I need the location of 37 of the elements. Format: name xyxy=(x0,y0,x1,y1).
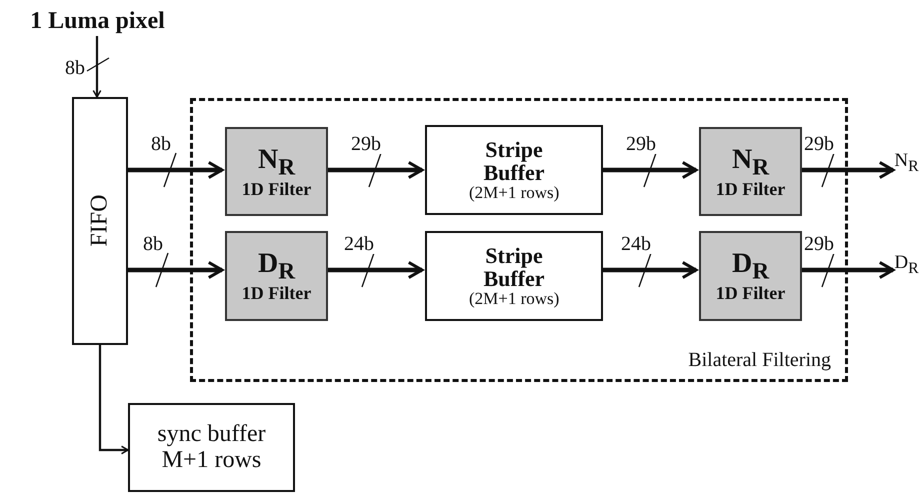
block-name: Stripe Buffer xyxy=(482,138,546,184)
edge-label: 29b xyxy=(625,134,657,154)
signal-name: D$_{R}$ xyxy=(894,252,919,278)
arrow xyxy=(128,260,224,280)
signal-name: D$_{R}$ xyxy=(732,249,770,284)
signal-name: 1 Luma pixel xyxy=(30,9,165,35)
buffer-box xyxy=(425,125,603,215)
dashed-group-box xyxy=(190,98,848,382)
signal-name: D$_{R}$ xyxy=(258,249,296,284)
block-name: sync buffer M+1 rows xyxy=(156,422,267,473)
edge-label: 24b xyxy=(343,234,375,254)
signal-name: N$_{R}$ xyxy=(258,144,296,180)
group-title: Bilateral Filtering xyxy=(688,350,831,371)
block-name: 1D Filter xyxy=(242,284,312,303)
block-note: (2M+1 rows) xyxy=(469,184,559,202)
signal-name: N$_{R}$ xyxy=(894,150,919,176)
filter-box xyxy=(225,127,328,216)
filter-box xyxy=(699,231,802,321)
signal-name: N$_{R}$ xyxy=(732,144,770,180)
arrow xyxy=(92,36,102,98)
arrow xyxy=(128,160,224,180)
fifo-box xyxy=(72,97,128,345)
block-name: FIFO xyxy=(87,194,113,248)
buffer-box xyxy=(425,231,603,321)
edge-label: 29b xyxy=(803,134,835,154)
block-name: 1D Filter xyxy=(716,180,786,198)
block-name: Stripe Buffer xyxy=(482,244,546,290)
edge-label: 29b xyxy=(350,134,382,154)
block-note: (2M+1 rows) xyxy=(469,290,559,308)
filter-box xyxy=(699,127,802,216)
buffer-box xyxy=(128,403,295,492)
edge-label: 24b xyxy=(620,234,652,254)
edge-label: 29b xyxy=(803,234,835,254)
filter-box xyxy=(225,231,328,321)
arrow xyxy=(98,345,129,454)
block-name: 1D Filter xyxy=(716,284,786,303)
block-name: 1D Filter xyxy=(242,180,312,198)
